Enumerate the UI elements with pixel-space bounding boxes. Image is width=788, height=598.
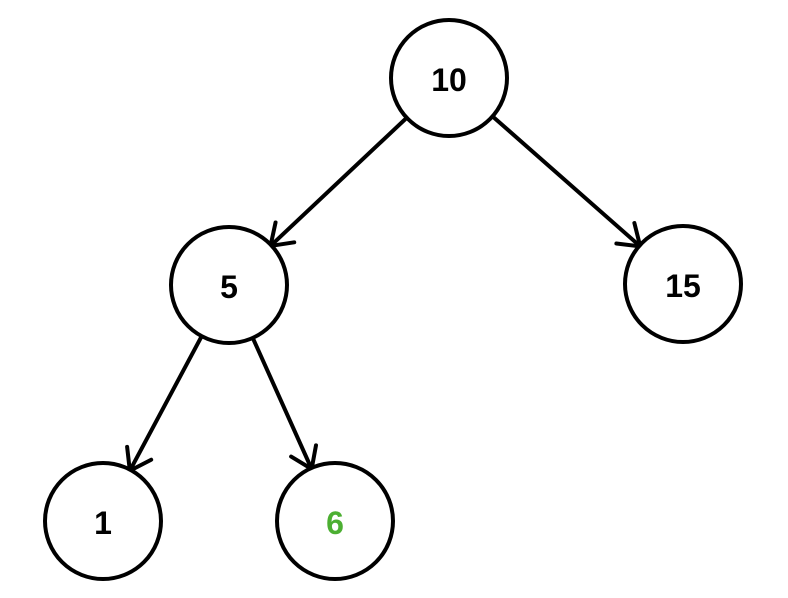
- tree-node-1: 1: [43, 461, 163, 581]
- node-label: 6: [326, 505, 344, 541]
- node-label: 5: [220, 269, 238, 305]
- node-label: 1: [94, 505, 112, 541]
- edges-layer: [125, 114, 643, 473]
- tree-node-5: 5: [169, 225, 289, 345]
- tree-node-15: 15: [623, 224, 743, 344]
- node-circle: [623, 224, 743, 344]
- nodes-layer: 10 5 15 1 6: [43, 18, 743, 581]
- tree-node-6: 6: [275, 461, 395, 581]
- edge-arrow-n5-n1: [125, 334, 204, 473]
- edge-arrow-n5-n6: [250, 335, 318, 472]
- node-circle: [169, 225, 289, 345]
- node-circle: [43, 461, 163, 581]
- node-circle: [389, 18, 509, 138]
- node-label: 15: [665, 268, 701, 304]
- node-circle: [275, 461, 395, 581]
- edge-arrow-n10-n5: [268, 115, 409, 248]
- tree-node-10: 10: [389, 18, 509, 138]
- node-label: 10: [431, 62, 467, 98]
- edge-arrow-n10-n15: [490, 114, 643, 249]
